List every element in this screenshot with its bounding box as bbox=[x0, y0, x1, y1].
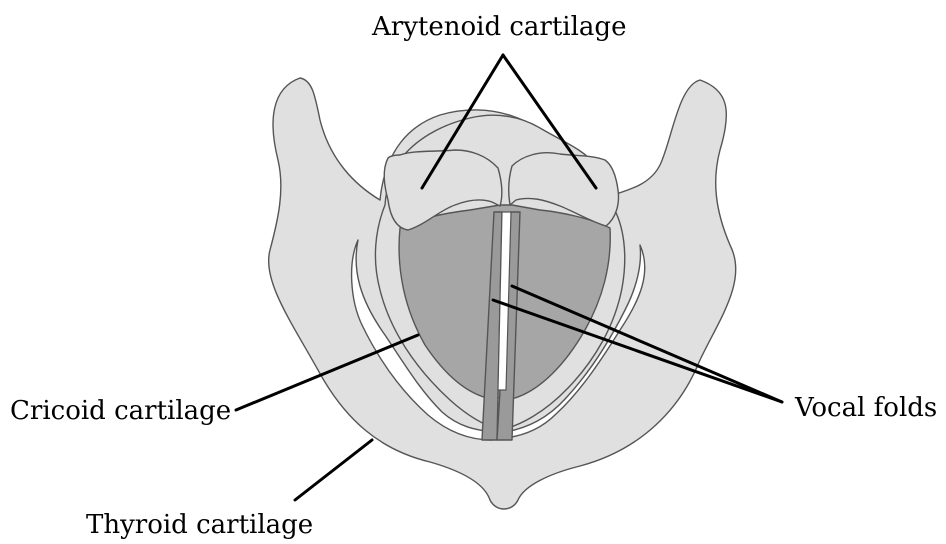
label-cricoid-cartilage: Cricoid cartilage bbox=[10, 398, 231, 424]
label-arytenoid-cartilage: Arytenoid cartilage bbox=[372, 14, 626, 40]
label-vocal-folds: Vocal folds bbox=[795, 395, 937, 421]
label-thyroid-cartilage: Thyroid cartilage bbox=[86, 512, 313, 538]
leader-thyroid bbox=[295, 440, 372, 500]
